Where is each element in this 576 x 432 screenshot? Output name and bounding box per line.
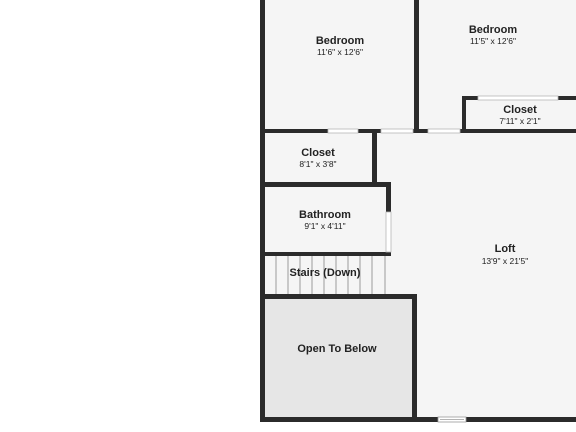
- wall-bathroom-bottom: [260, 252, 391, 256]
- bedroom-left-name: Bedroom: [316, 35, 365, 47]
- closet-right-name: Closet: [503, 104, 537, 116]
- open-to-below-label: Open To Below: [297, 343, 377, 355]
- bathroom-name: Bathroom: [299, 209, 351, 221]
- closet-left-dims: 8'1" x 3'8": [299, 159, 336, 169]
- bathroom-dims: 9'1" x 4'11": [304, 221, 345, 231]
- bedroom-right-dims: 11'5" x 12'6": [470, 36, 516, 46]
- door-bedroom-left: [327, 128, 359, 134]
- loft-name: Loft: [495, 243, 516, 255]
- wall-closet-left-right: [372, 129, 377, 187]
- wall-bathroom-right-a: [386, 182, 391, 212]
- walls: [260, 0, 576, 422]
- wall-closet-right-top-b: [558, 96, 576, 100]
- wall-closet-right-left: [462, 96, 466, 133]
- loft-dims: 13'9" x 21'5": [482, 256, 529, 266]
- wall-closet-left-bottom: [260, 182, 391, 187]
- wall-west: [260, 0, 265, 421]
- door-closet-left: [380, 128, 414, 134]
- wall-stairs-bottom: [260, 294, 417, 299]
- wall-bedroom-right-a: [413, 129, 428, 133]
- door-closet-right: [477, 95, 559, 101]
- closet-right-dims: 7'11" x 2'1": [499, 116, 540, 126]
- wall-south-right: [466, 417, 576, 422]
- wall-south-left: [260, 417, 438, 422]
- stairs-label: Stairs (Down): [290, 267, 361, 279]
- wall-open-below-right: [412, 294, 417, 421]
- stair-treads: [275, 256, 373, 295]
- wall-bedroom-mid-bottom: [358, 129, 381, 133]
- open-to-below-area: [264, 297, 413, 418]
- wall-closet-right-top-a: [462, 96, 478, 100]
- door-bedroom-right: [427, 128, 461, 134]
- closet-left-name: Closet: [301, 147, 335, 159]
- bedroom-right-name: Bedroom: [469, 24, 518, 36]
- bedroom-left-dims: 11'6" x 12'6": [317, 47, 363, 57]
- wall-between-bedrooms: [414, 0, 419, 133]
- wall-bedroom-right-bottom: [460, 129, 576, 133]
- wall-bedroom-left-bottom: [260, 129, 328, 133]
- door-bathroom: [385, 211, 392, 253]
